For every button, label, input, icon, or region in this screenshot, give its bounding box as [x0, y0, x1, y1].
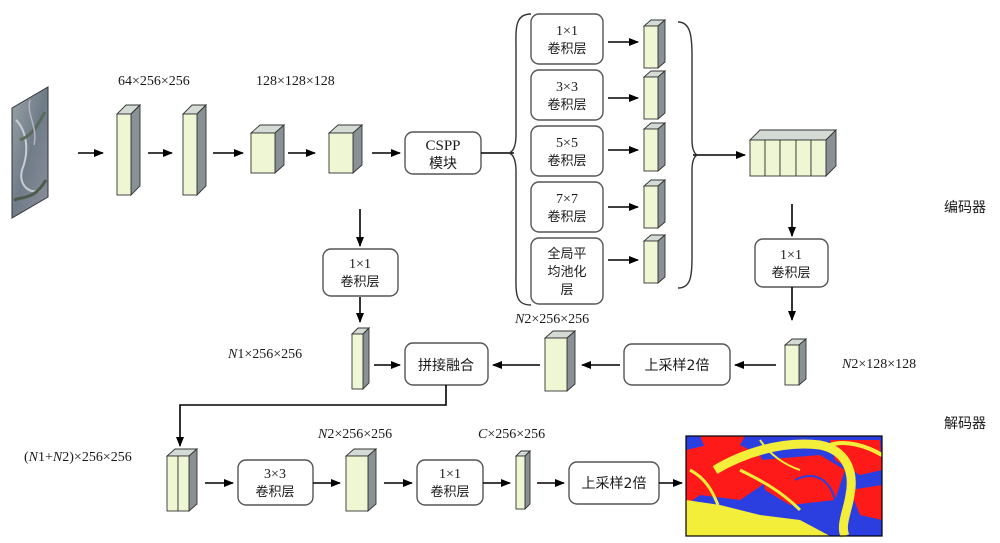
- n2-small-dim-label: N2×128×128: [841, 357, 916, 372]
- decoder-conv1-kernel: 1×1: [439, 467, 461, 482]
- branch-conv-3x3: 3×3 卷积层: [530, 69, 604, 121]
- branch-conv-1x1: 1×1 卷积层: [530, 13, 604, 65]
- left-brace: [507, 13, 532, 306]
- c-feature-block: [514, 449, 532, 511]
- branch-conv-7x7: 7×7 卷积层: [530, 181, 604, 233]
- branch-5-line3: 层: [560, 283, 573, 298]
- decoder-conv-1x1: 1×1 卷积层: [416, 459, 484, 506]
- n2-feature-block: [543, 330, 577, 392]
- upsample-box-mid: 上采样2倍: [623, 343, 731, 386]
- branch-1-kernel: 1×1: [556, 24, 578, 39]
- left-conv-kernel: 1×1: [349, 257, 371, 272]
- n1-feature-block: [350, 326, 371, 391]
- branch-3-kernel: 5×5: [556, 136, 578, 151]
- branch-global-avg-pool: 全局平 均池化 层: [530, 237, 604, 305]
- feature-block-64b: [181, 103, 208, 197]
- upsample-label-decoder: 上采样2倍: [582, 476, 647, 492]
- c-dim-label: C×256×256: [478, 427, 545, 442]
- fuse-label: 拼接融合: [418, 357, 474, 374]
- branch-4-kernel: 7×7: [556, 192, 578, 207]
- left-conv-type: 卷积层: [340, 274, 379, 290]
- branch-output-blocks: [642, 19, 667, 284]
- n1-dim-label: N1×256×256: [227, 347, 302, 362]
- branch-conv-5x5: 5×5 卷积层: [530, 125, 604, 177]
- right-brace: [677, 21, 699, 289]
- output-segmentation-map: [685, 435, 884, 538]
- input-satellite-image: [11, 86, 49, 219]
- branch-2-type: 卷积层: [547, 97, 586, 113]
- upsample-label-mid: 上采样2倍: [645, 358, 710, 374]
- n2-small-block: [783, 338, 808, 386]
- arrow-fuse-to-decoder: [176, 385, 447, 447]
- fuse-box: 拼接融合: [404, 342, 489, 386]
- decoder-conv-3x3: 3×3 卷积层: [237, 459, 314, 506]
- cspp-module-box: CSPP 模块: [404, 131, 482, 175]
- decoder-n2-block: [344, 448, 378, 512]
- cspp-label: CSPP: [425, 138, 460, 154]
- right-conv-type: 卷积层: [771, 265, 810, 281]
- n2-dim-label: N2×256×256: [514, 312, 589, 327]
- branch-5-line1: 全局平: [547, 246, 586, 262]
- feature-block-128: [249, 123, 286, 175]
- right-conv-1x1: 1×1 卷积层: [754, 238, 829, 288]
- decoder-conv3-type: 卷积层: [255, 484, 294, 500]
- feature-block-64: [115, 103, 142, 197]
- right-conv-kernel: 1×1: [780, 248, 802, 263]
- branch-arrows: [608, 38, 639, 264]
- dim-label-128: 128×128×128: [256, 74, 335, 89]
- concat-feature-block: [165, 448, 199, 512]
- branch-5-line2: 均池化: [547, 265, 586, 280]
- dim-label-64: 64×256×256: [118, 74, 190, 89]
- cspp-sublabel: 模块: [429, 156, 457, 172]
- decoder-n2-dim-label: N2×256×256: [317, 427, 392, 442]
- feature-block-128b: [327, 123, 364, 175]
- branch-3-type: 卷积层: [547, 153, 586, 169]
- branch-4-type: 卷积层: [547, 209, 586, 225]
- decoder-conv1-type: 卷积层: [430, 484, 469, 500]
- branch-2-kernel: 3×3: [556, 80, 578, 95]
- encoder-label: 编码器: [944, 200, 986, 216]
- left-conv-1x1: 1×1 卷积层: [322, 248, 399, 297]
- decoder-conv3-kernel: 3×3: [264, 467, 286, 482]
- branch-1-type: 卷积层: [547, 41, 586, 57]
- concatenated-feature-stack: [748, 128, 838, 178]
- encoder-arrows: [78, 149, 746, 159]
- decoder-label: 解码器: [944, 416, 986, 432]
- concat-dim-label: (N1+N2)×256×256: [24, 450, 132, 465]
- upsample-box-decoder: 上采样2倍: [568, 461, 660, 505]
